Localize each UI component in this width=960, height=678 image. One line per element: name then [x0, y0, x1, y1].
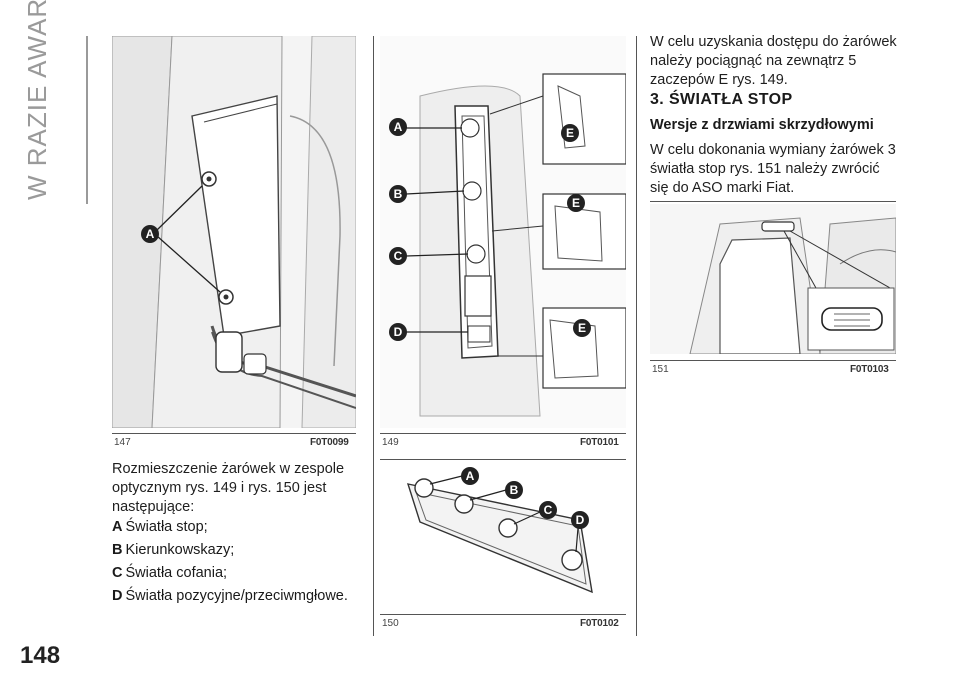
figure-top-rule — [650, 201, 896, 202]
callout-label: E — [572, 196, 580, 210]
figure-code: F0T0099 — [310, 437, 349, 448]
figure-top-rule — [380, 459, 626, 460]
column-divider — [636, 36, 637, 636]
figure-147-illustration: A — [112, 36, 356, 428]
section-rule — [86, 36, 88, 204]
callout-label: A — [394, 120, 403, 134]
access-paragraph: W celu uzyskania dostępu do żarówek nale… — [650, 34, 897, 88]
callout-label: A — [146, 227, 155, 241]
callout-label: D — [394, 325, 403, 339]
figure-number: 150 — [382, 618, 399, 629]
figure-caption-rule — [380, 433, 626, 434]
column-divider — [373, 36, 374, 636]
subsection-heading: Wersje z drzwiami skrzydłowymi — [650, 117, 874, 133]
figure-code: F0T0102 — [580, 618, 619, 629]
figure-code: F0T0101 — [580, 437, 619, 448]
figure-caption-rule — [380, 614, 626, 615]
callout-label: E — [578, 321, 586, 335]
callout-label: C — [394, 249, 403, 263]
figure-151-illustration — [650, 204, 896, 354]
callout-label: A — [466, 469, 475, 483]
figure-number: 149 — [382, 437, 399, 448]
figure-caption-rule — [650, 360, 896, 361]
intro-paragraph: Rozmieszczenie żarówek w zespole optyczn… — [112, 461, 345, 515]
figure-caption-rule — [112, 433, 356, 434]
figure-150-illustration: A B C D — [380, 462, 626, 608]
figure-number: 147 — [114, 437, 131, 448]
figure-149-illustration: A B C D E E E — [380, 36, 626, 428]
figure-number: 151 — [652, 364, 669, 375]
callout-label: E — [566, 126, 574, 140]
callout-label: D — [576, 513, 585, 527]
callout-label: B — [394, 187, 403, 201]
stop-lights-paragraph: W celu dokonania wymiany żarówek 3 świat… — [650, 142, 896, 196]
callout-label: B — [510, 483, 519, 497]
page-number: 148 — [20, 642, 61, 669]
callout-label: C — [544, 503, 553, 517]
figure-code: F0T0103 — [850, 364, 889, 375]
section-title: W RAZIE AWARII — [22, 0, 52, 200]
section-heading: 3. ŚWIATŁA STOP — [650, 91, 793, 108]
